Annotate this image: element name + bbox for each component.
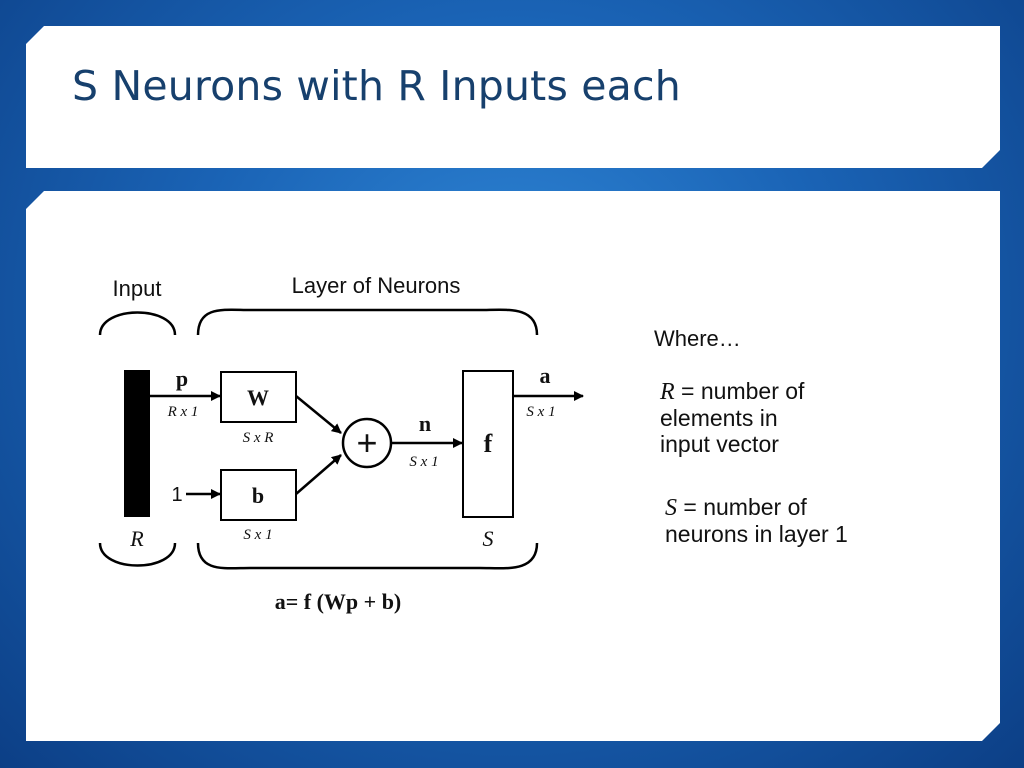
legend-S-def-1: = number of <box>677 494 807 520</box>
bias-input-one: 1 <box>171 484 182 506</box>
sum-symbol: + <box>356 422 377 463</box>
slide-title: S Neurons with R Inputs each <box>72 62 681 110</box>
legend-R-def-3: input vector <box>660 431 779 457</box>
p-label: p <box>176 366 188 391</box>
legend-where: Where… <box>654 326 741 351</box>
layer-size-S: S <box>483 526 494 551</box>
b-to-sum-arrow <box>295 454 342 495</box>
b-label: b <box>252 483 264 508</box>
legend-R-def-2: elements in <box>660 405 778 431</box>
layer-bottom-brace <box>196 542 539 570</box>
legend-S-var: S <box>665 495 677 521</box>
legend-S-line-1: S = number of <box>665 494 848 521</box>
a-dim: S x 1 <box>526 404 555 420</box>
a-label: a <box>540 363 551 388</box>
input-bottom-brace <box>98 542 177 567</box>
input-size-R: R <box>129 526 144 551</box>
legend-R-line-1: R = number of <box>660 378 804 405</box>
n-label: n <box>419 411 431 436</box>
transfer-function-box <box>462 370 514 518</box>
layer-label: Layer of Neurons <box>292 273 461 298</box>
layer-top-brace <box>196 308 539 336</box>
W-label: W <box>247 385 269 410</box>
b-dim: S x 1 <box>243 527 272 543</box>
f-label: f <box>484 429 493 458</box>
bias-box <box>220 469 297 521</box>
title-panel <box>26 26 1000 168</box>
n-dim: S x 1 <box>409 454 438 470</box>
input-top-brace <box>98 311 177 336</box>
input-label: Input <box>113 276 162 301</box>
input-vector-bar <box>124 370 150 517</box>
layer-equation: a= f (Wp + b) <box>275 589 402 614</box>
p-dim: R x 1 <box>167 404 199 420</box>
legend-R-definition: R = number of elements in input vector <box>660 378 804 457</box>
legend-R-def-1: = number of <box>674 378 805 404</box>
legend-R-var: R <box>660 379 675 405</box>
W-dim: S x R <box>243 430 274 446</box>
Wp-to-sum-arrow <box>295 395 342 434</box>
legend-S-definition: S = number of neurons in layer 1 <box>665 494 848 547</box>
legend-S-def-2: neurons in layer 1 <box>665 521 848 547</box>
